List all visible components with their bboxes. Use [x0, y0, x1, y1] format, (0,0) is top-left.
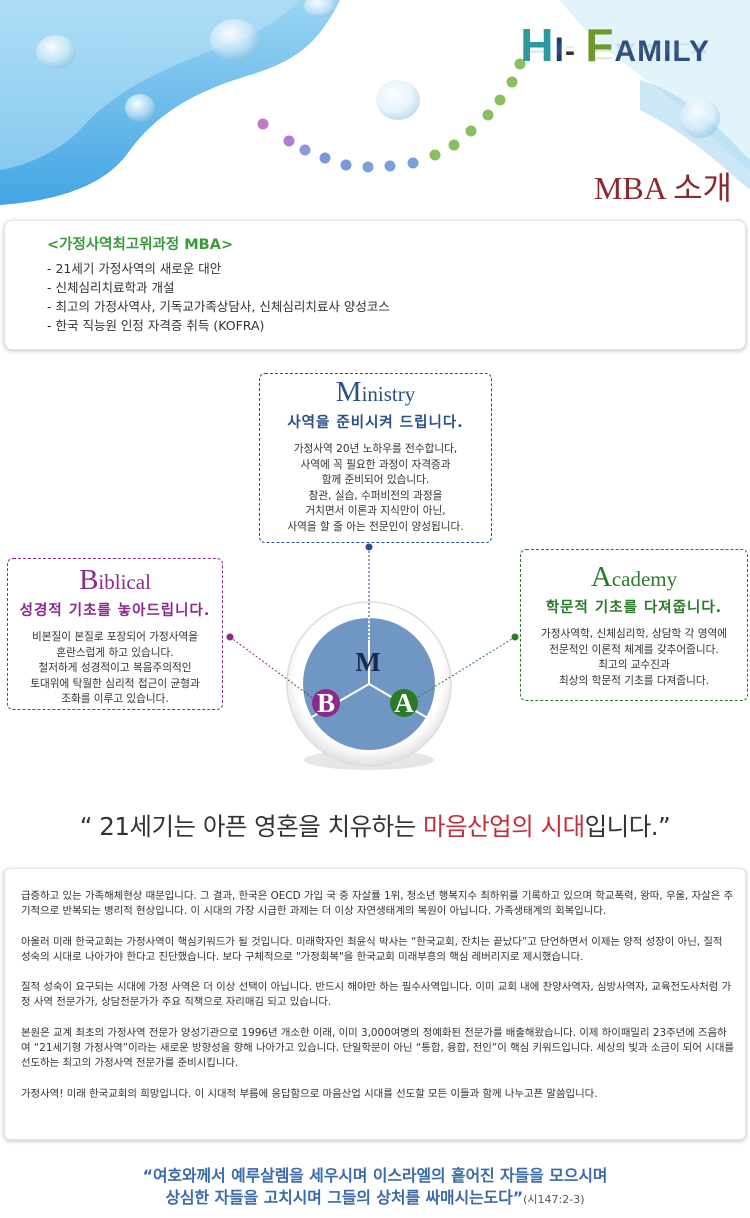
course-info-list: - 21세기 가정사역의 새로운 대안 - 신체심리치료학과 개설 - 최고의 … — [47, 259, 390, 335]
bible-verse: “여호와께서 예루살렘을 세우시며 이스라엘의 흩어진 자들을 모으시며 상심한… — [0, 1165, 750, 1211]
list-item: - 한국 직능원 인정 자격증 취득 (KOFRA) — [47, 318, 265, 333]
logo-letter-f: F — [585, 19, 615, 71]
hi-family-logo: HI- FAMILY — [520, 20, 710, 77]
logo-letter-h: H — [520, 19, 555, 71]
list-item: - 최고의 가정사역사, 기독교가족상담사, 신체심리치료사 양성코스 — [47, 299, 390, 314]
description-box: 급증하고 있는 가족해체현상 때문입니다. 그 결과, 한국은 OECD 가입 … — [4, 868, 746, 1140]
course-info-box: <가정사역최고위과정 MBA> - 21세기 가정사역의 새로운 대안 - 신체… — [4, 220, 746, 350]
quote-highlight: 마음산업의 시대 — [423, 812, 585, 841]
diagram-label-m: M — [355, 647, 381, 677]
ministry-description: 가정사역 20년 노하우를 전수합니다, 사역에 꼭 필요한 과정이 자격증과 … — [287, 443, 464, 533]
academy-description: 가정사역학, 신체심리학, 상담학 각 영역에 전문적인 이론적 체계를 갖추어… — [541, 628, 727, 687]
logo-dash: - — [564, 35, 586, 68]
academy-title: Academy — [590, 561, 678, 593]
paragraph: 아울러 미래 한국교회는 가정사역이 핵심키워드가 될 것입니다. 미래학자인 … — [21, 935, 723, 963]
academy-card: Academy 학문적 기초를 다져줍니다. 가정사역학, 신체심리학, 상담학… — [520, 549, 748, 701]
list-item: - 21세기 가정사역의 새로운 대안 — [47, 261, 222, 276]
logo-letter-i: I — [554, 31, 565, 69]
paragraph: 급증하고 있는 가족해체현상 때문입니다. 그 결과, 한국은 OECD 가입 … — [21, 890, 734, 918]
verse-reference: (시147:2-3) — [523, 1193, 585, 1206]
paragraph: 가정사역! 미래 한국교회의 희망입니다. 이 시대적 부름에 응답함으로 마음… — [21, 1087, 598, 1100]
verse-line-1: “여호와께서 예루살렘을 세우시며 이스라엘의 흩어진 자들을 모으시며 — [142, 1166, 608, 1185]
header-banner-art — [0, 0, 750, 205]
logo-letters-amily: AMILY — [614, 35, 710, 68]
diagram-label-b: B — [316, 688, 335, 718]
description-text: 급증하고 있는 가족해체현상 때문입니다. 그 결과, 한국은 OECD 가입 … — [21, 889, 735, 1117]
diagram-label-a: A — [394, 688, 414, 718]
academy-subtitle: 학문적 기초를 다져줍니다. — [545, 600, 723, 616]
ministry-title: Ministry — [335, 376, 416, 408]
dotted-arc — [257, 58, 526, 173]
page-title: MBA 소개 — [593, 170, 732, 206]
biblical-title: Biblical — [79, 564, 151, 596]
course-info-title: <가정사역최고위과정 MBA> — [47, 237, 234, 253]
headline-quote: “ 21세기는 아픈 영혼을 치유하는 마음산업의 시대입니다.” — [79, 812, 671, 841]
ministry-subtitle: 사역을 준비시켜 드립니다. — [287, 415, 464, 431]
ministry-card: Ministry 사역을 준비시켜 드립니다. 가정사역 20년 노하우를 전수… — [259, 373, 492, 543]
list-item: - 신체심리치료학과 개설 — [47, 280, 175, 295]
paragraph: 질적 성숙이 요구되는 시대에 가정 사역은 더 이상 선택이 아닙니다. 반드… — [21, 981, 732, 1009]
biblical-subtitle: 성경적 기초를 놓아드립니다. — [19, 603, 211, 619]
water-drop-icon — [36, 0, 720, 138]
biblical-card: Biblical 성경적 기초를 놓아드립니다. 비본질이 본질로 포장되어 가… — [7, 558, 223, 710]
verse-line-2: 상심한 자들을 고치시며 그들의 상처를 싸매시는도다” — [165, 1188, 524, 1207]
paragraph: 본원은 교계 최초의 가정사역 전문가 양성기관으로 1996년 개소한 이래,… — [21, 1026, 734, 1070]
logo-reflection: HI- FAMILY — [520, 38, 710, 65]
biblical-description: 비본질이 본질로 포장되어 가정사역을 혼란스럽게 하고 있습니다. 철저하게 … — [30, 631, 200, 705]
